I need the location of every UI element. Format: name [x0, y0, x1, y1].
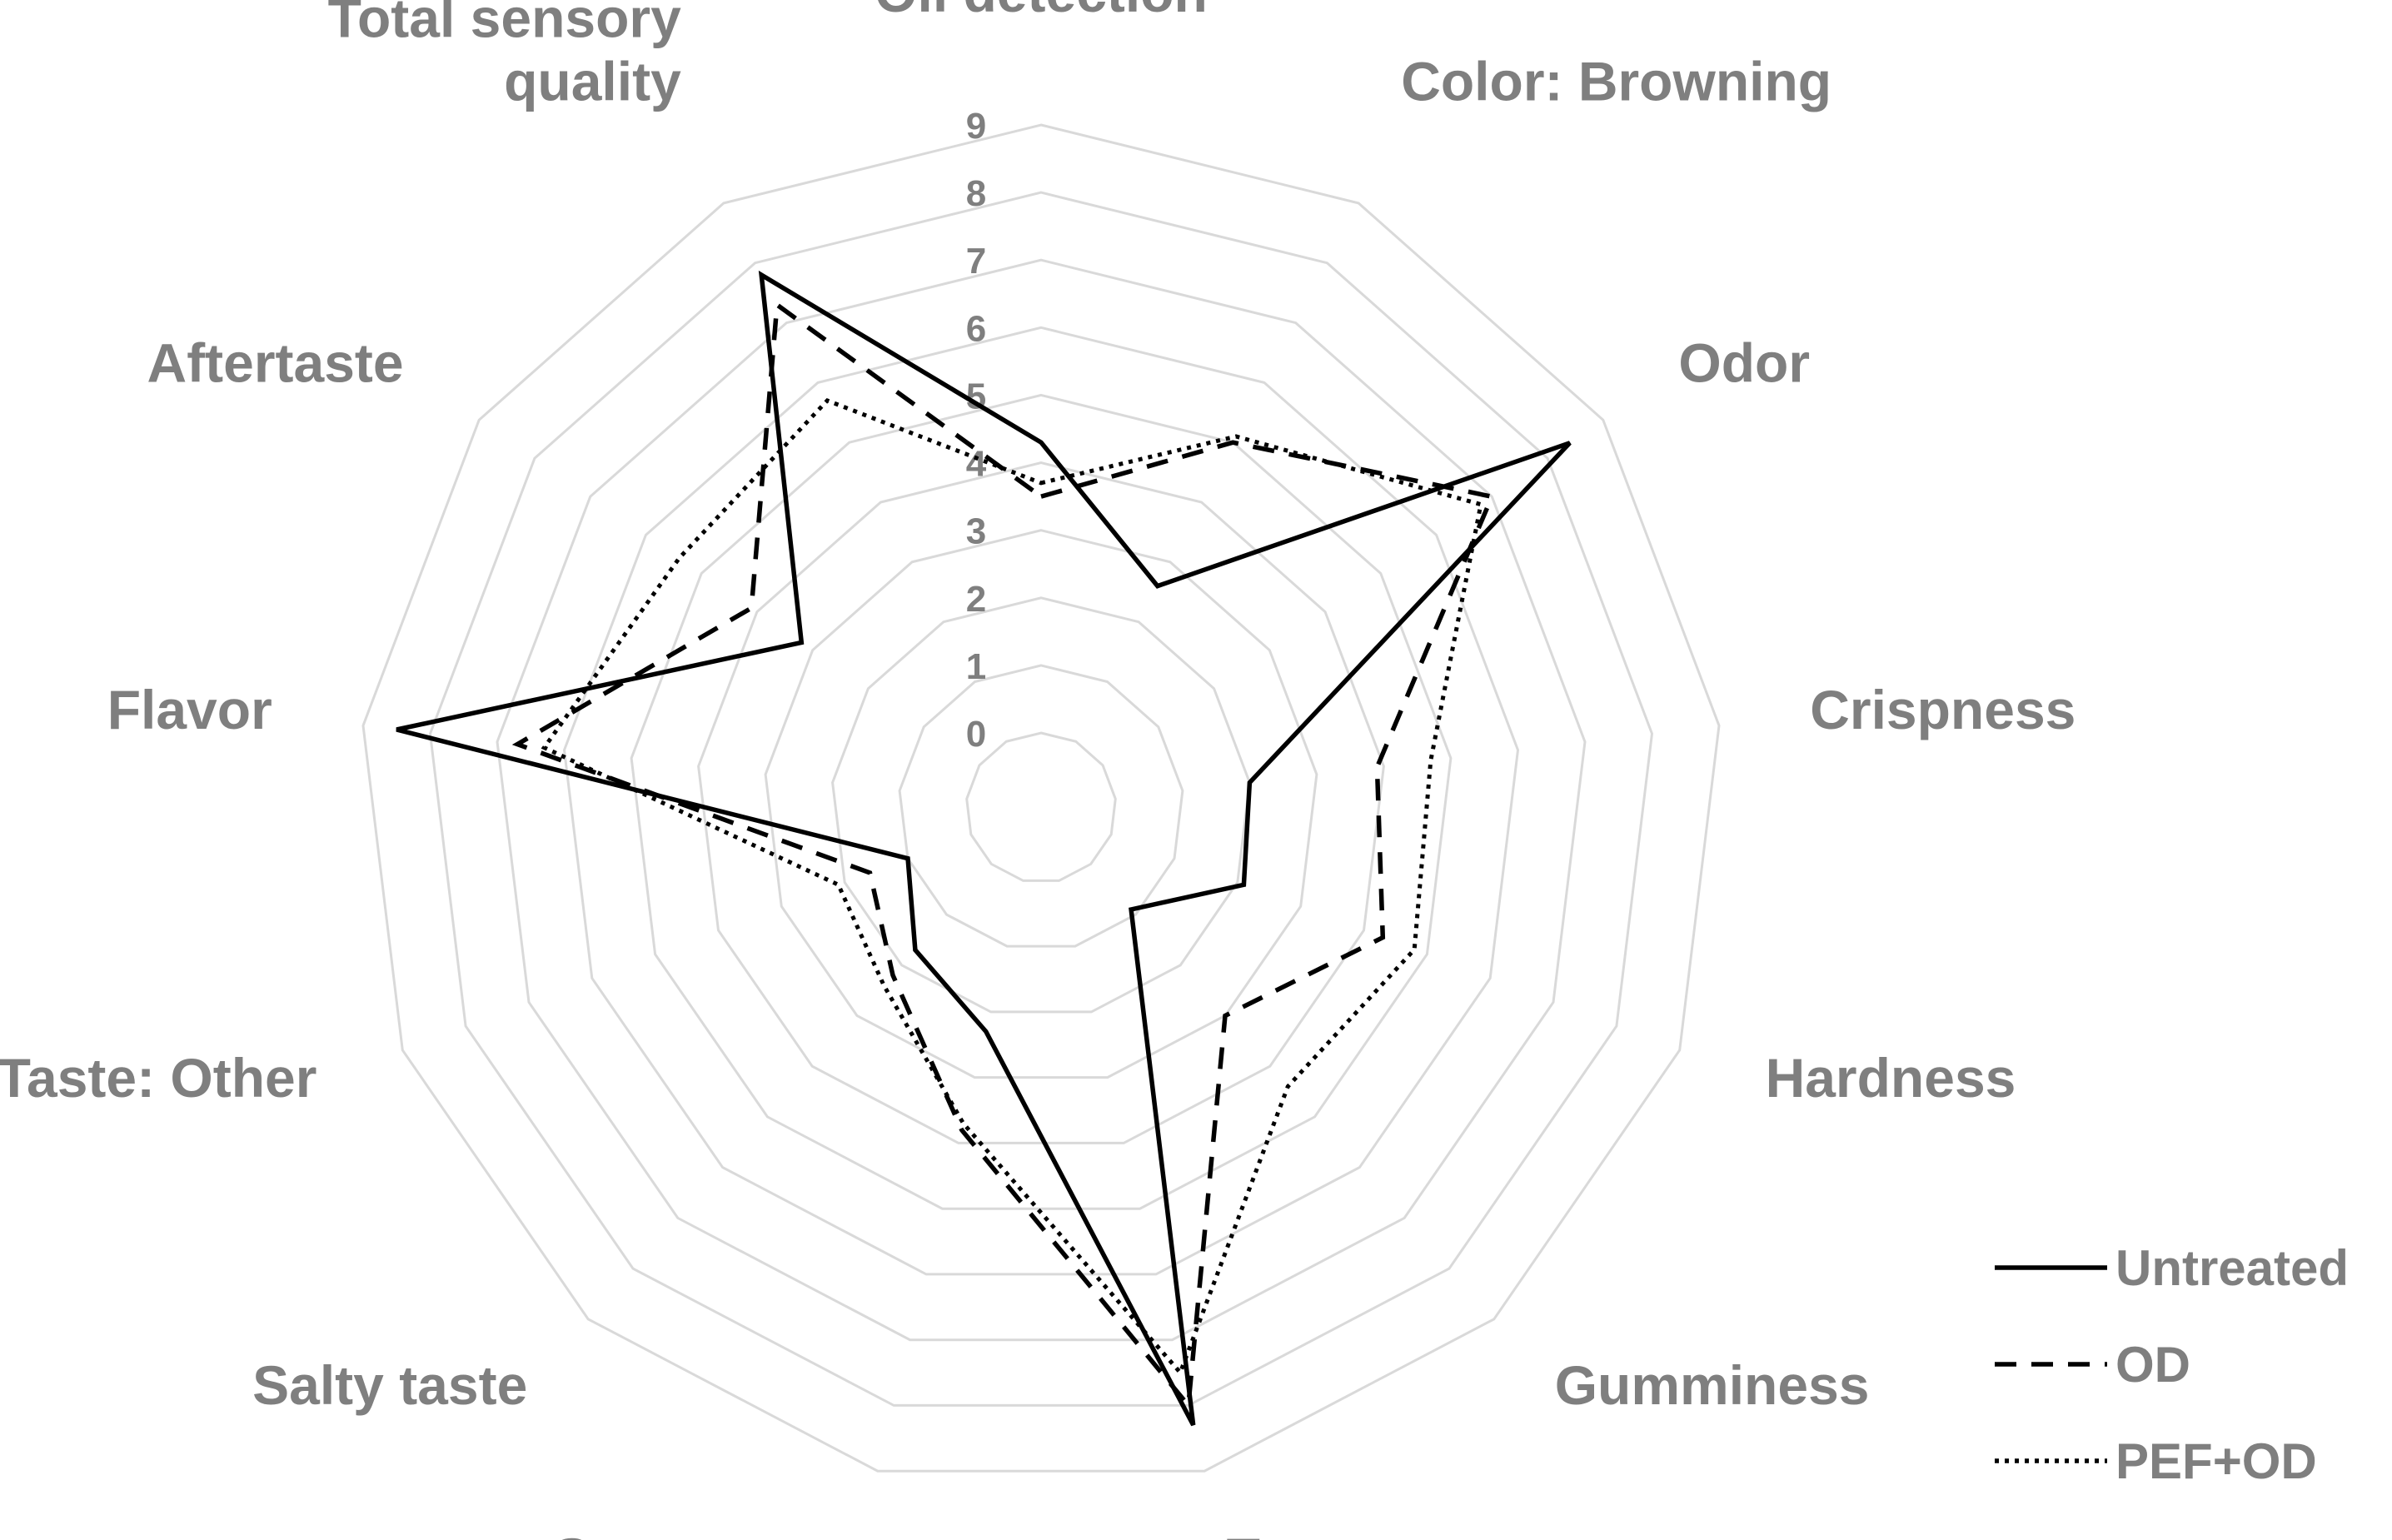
grid-ring-3 — [764, 529, 1318, 1079]
series-lines — [396, 270, 1572, 1427]
axis-label-6: Taste — [1227, 1527, 1367, 1540]
axis-label-text: Taste: Other — [0, 1047, 316, 1109]
axis-labels: Oil detectionColor: BrowningOdorCrispnes… — [0, 0, 2076, 1540]
axis-label-text: Salty taste — [252, 1354, 527, 1416]
grid-ring-1 — [898, 664, 1184, 948]
axis-label-5: Gumminess — [1555, 1354, 1870, 1416]
axis-label-0: Oil detection — [875, 0, 1208, 23]
axis-label-7: Sweet taste — [553, 1527, 855, 1540]
axis-label-text: Gumminess — [1555, 1354, 1870, 1416]
tick-label: 4 — [966, 444, 987, 485]
axis-label-text: Sweet taste — [553, 1527, 855, 1540]
axis-label-2: Odor — [1678, 332, 1810, 394]
grid-ring-2 — [831, 596, 1251, 1014]
tick-label: 0 — [966, 714, 986, 755]
series-line-pef-od — [541, 397, 1483, 1377]
grid-ring-9 — [361, 123, 1721, 1473]
grid-ring-0 — [965, 731, 1117, 882]
legend-label: OD — [2115, 1337, 2190, 1393]
tick-label: 1 — [966, 646, 986, 687]
grid-ring-5 — [630, 393, 1453, 1210]
axis-label-text: Color: Browning — [1401, 51, 1831, 112]
series-line-od — [511, 300, 1496, 1412]
legend-label: Untreated — [2115, 1240, 2349, 1296]
axis-label-3: Crispness — [1810, 679, 2076, 740]
tick-label: 7 — [966, 241, 986, 282]
axis-label-text: Odor — [1678, 332, 1810, 394]
legend-item: PEF+OD — [1995, 1433, 2317, 1489]
axis-label-1: Color: Browning — [1401, 51, 1831, 112]
axis-label-11: Aftertaste — [147, 332, 404, 394]
legend-item: OD — [1995, 1337, 2190, 1393]
axis-label-text: Aftertaste — [147, 332, 404, 394]
axis-label-text: Crispness — [1810, 679, 2076, 740]
tick-label: 3 — [966, 511, 986, 552]
radial-tick-labels: 0 1 2 3 4 5 6 7 8 9 — [966, 106, 987, 755]
axis-label-8: Salty taste — [252, 1354, 527, 1416]
axis-label-text: Hardness — [1766, 1047, 2016, 1109]
axis-label-text: Oil detection — [875, 0, 1208, 23]
axis-label-text: Total sensory — [328, 0, 682, 49]
tick-label: 8 — [966, 173, 986, 214]
tick-label: 6 — [966, 308, 986, 349]
axis-label-text: Taste — [1227, 1527, 1367, 1540]
axis-label-9: Taste: Other — [0, 1047, 316, 1109]
tick-label: 9 — [966, 106, 986, 147]
axis-label-10: Flavor — [107, 679, 272, 740]
grid — [361, 123, 1721, 1473]
grid-ring-7 — [496, 258, 1587, 1342]
grid-ring-4 — [697, 461, 1385, 1144]
series-line-untreated — [396, 270, 1572, 1427]
legend-item: Untreated — [1995, 1240, 2349, 1296]
tick-label: 2 — [966, 579, 986, 620]
axis-label-4: Hardness — [1766, 1047, 2016, 1109]
grid-ring-8 — [428, 191, 1654, 1407]
axis-label-text: quality — [504, 51, 681, 112]
legend-label: PEF+OD — [2115, 1433, 2317, 1489]
tick-label: 5 — [966, 376, 986, 416]
axis-label-text: Flavor — [107, 679, 272, 740]
